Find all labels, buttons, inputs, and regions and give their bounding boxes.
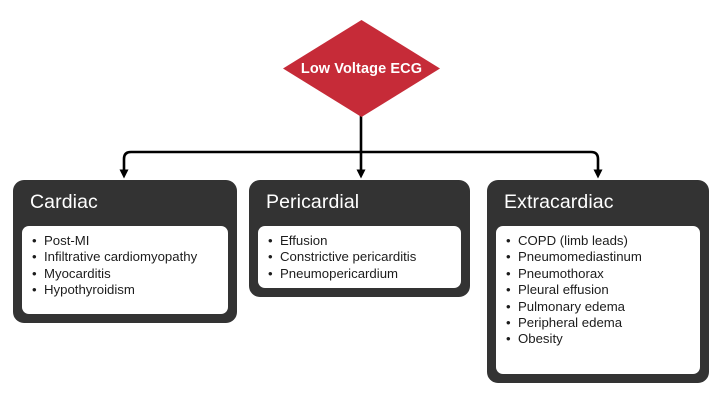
category-title-pericardial: Pericardial	[266, 191, 360, 213]
list-item: Pulmonary edema	[505, 299, 692, 316]
category-title-cardiac: Cardiac	[30, 191, 98, 213]
list-item: Hypothyroidism	[31, 282, 220, 299]
category-box-cardiac: Cardiac Post-MI Infiltrative cardiomyopa…	[13, 180, 237, 323]
category-body-extracardiac: COPD (limb leads) Pneumomediastinum Pneu…	[496, 226, 700, 374]
category-list-extracardiac: COPD (limb leads) Pneumomediastinum Pneu…	[505, 233, 692, 348]
root-node-low-voltage-ecg: Low Voltage ECG	[283, 20, 440, 117]
list-item: Myocarditis	[31, 266, 220, 283]
category-body-pericardial: Effusion Constrictive pericarditis Pneum…	[258, 226, 461, 288]
list-item: Infiltrative cardiomyopathy	[31, 249, 220, 266]
connector-arrow-extracardiac	[361, 150, 603, 179]
root-node-label: Low Voltage ECG	[300, 61, 423, 77]
list-item: Effusion	[267, 233, 453, 250]
category-box-extracardiac: Extracardiac COPD (limb leads) Pneumomed…	[487, 180, 709, 383]
list-item: Constrictive pericarditis	[267, 249, 453, 266]
category-list-cardiac: Post-MI Infiltrative cardiomyopathy Myoc…	[31, 233, 220, 299]
list-item: Pleural effusion	[505, 282, 692, 299]
category-title-extracardiac: Extracardiac	[504, 191, 614, 213]
list-item: Obesity	[505, 331, 692, 348]
list-item: Pneumopericardium	[267, 266, 453, 283]
category-list-pericardial: Effusion Constrictive pericarditis Pneum…	[267, 233, 453, 283]
list-item: COPD (limb leads)	[505, 233, 692, 250]
category-body-cardiac: Post-MI Infiltrative cardiomyopathy Myoc…	[22, 226, 228, 314]
list-item: Pneumomediastinum	[505, 249, 692, 266]
list-item: Post-MI	[31, 233, 220, 250]
connector-arrow-cardiac	[119, 150, 361, 179]
list-item: Pneumothorax	[505, 266, 692, 283]
category-box-pericardial: Pericardial Effusion Constrictive perica…	[249, 180, 470, 297]
list-item: Peripheral edema	[505, 315, 692, 332]
